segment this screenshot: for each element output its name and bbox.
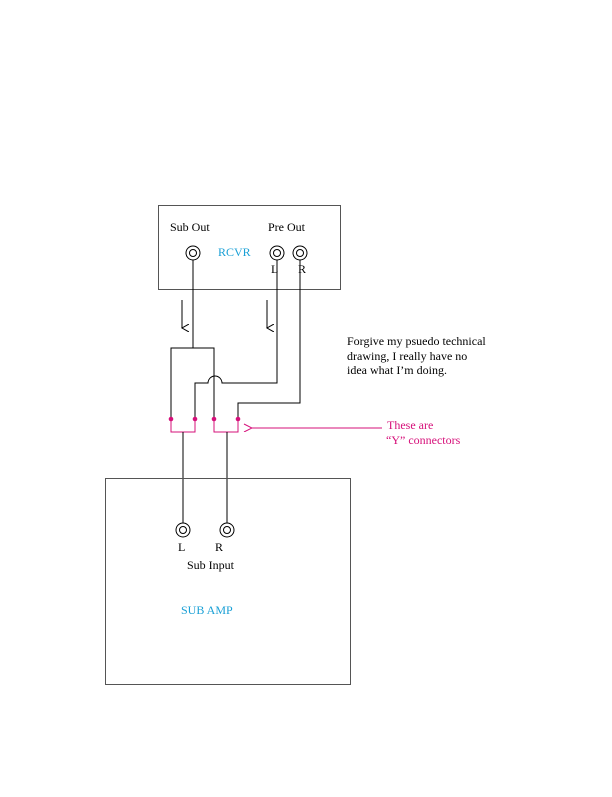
- sub-amp-right-label: R: [215, 540, 223, 554]
- y-connector-left: [168, 416, 198, 433]
- pre-out-left-jack: [269, 245, 285, 261]
- sub-input-left-jack: [175, 522, 191, 538]
- note-line-3: idea what I’m doing.: [347, 363, 447, 377]
- sub-amp-left-label: L: [178, 540, 185, 554]
- sub-out-label: Sub Out: [170, 220, 210, 234]
- callout-line-2: “Y” connectors: [386, 433, 461, 447]
- note-line-2: drawing, I really have no: [347, 349, 467, 363]
- pre-out-right-cable: [237, 260, 301, 419]
- receiver-left-label: L: [271, 262, 278, 276]
- sub-amp-name: SUB AMP: [181, 603, 233, 617]
- sub-out-split-left: [170, 347, 193, 419]
- sub-input-label: Sub Input: [187, 558, 235, 572]
- sub-input-right-jack: [219, 522, 235, 538]
- sub-out-jack: [185, 245, 201, 261]
- sub-amp-box: [105, 478, 351, 685]
- pre-out-left-cable: [194, 260, 278, 419]
- receiver-right-label: R: [298, 262, 306, 276]
- receiver-name: RCVR: [218, 245, 251, 259]
- pre-out-label: Pre Out: [268, 220, 306, 234]
- pre-out-right-jack: [292, 245, 308, 261]
- callout-line-1: These are: [387, 418, 433, 432]
- y-connector-right: [211, 416, 241, 433]
- note-line-1: Forgive my psuedo technical: [347, 334, 486, 348]
- sub-out-split-right: [193, 347, 215, 419]
- receiver-box: [158, 205, 341, 290]
